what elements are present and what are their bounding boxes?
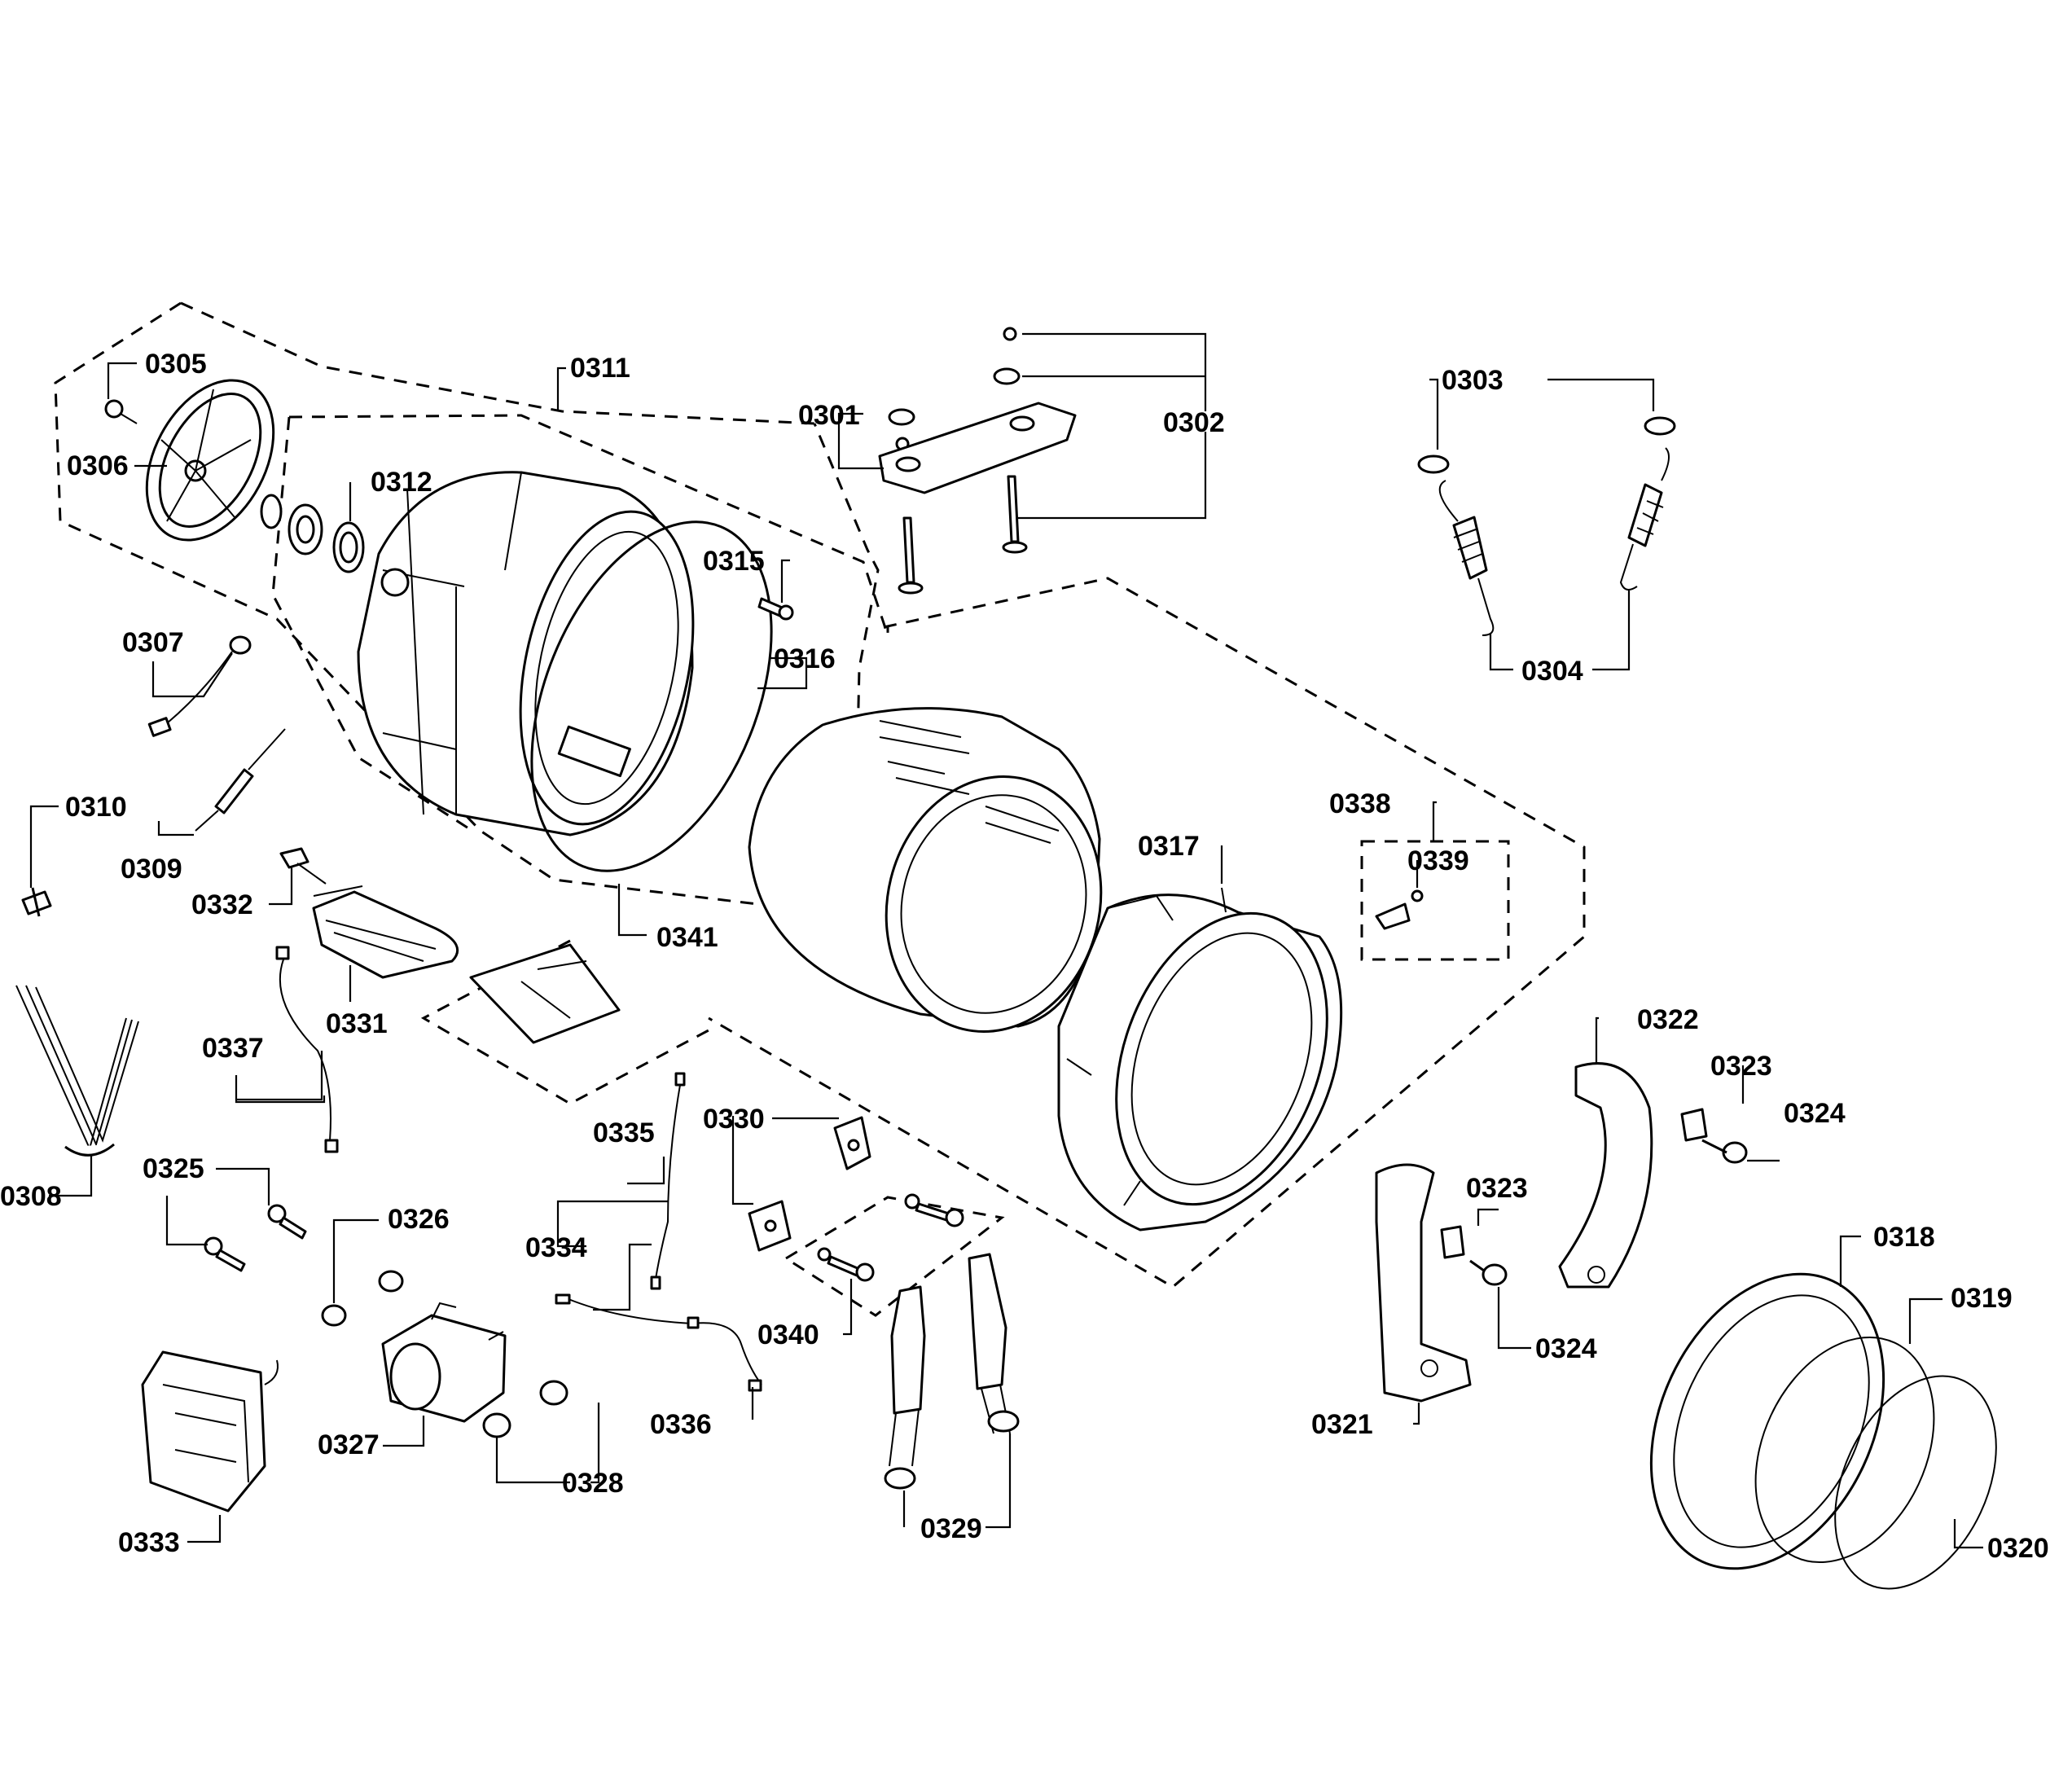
label-0328: 0328 [562, 1468, 624, 1499]
label-0303: 0303 [1442, 365, 1504, 396]
pulley-wheel [145, 379, 275, 542]
heater-outline [420, 939, 709, 1105]
shock-brackets [748, 1116, 871, 1252]
top-hardware [888, 327, 1028, 595]
label-0324-left: 0324 [1535, 1333, 1597, 1364]
counterweight-hardware-left [1440, 1225, 1508, 1286]
label-0341: 0341 [656, 922, 718, 953]
heater [279, 847, 459, 979]
lower-counterweight [1375, 1163, 1472, 1403]
label-0326: 0326 [388, 1204, 450, 1235]
label-0315: 0315 [703, 546, 765, 577]
latch-outline [1360, 840, 1510, 961]
tub-inner-outline [288, 414, 889, 636]
drum [748, 707, 1103, 1033]
front-tub [1057, 887, 1343, 1232]
label-0331: 0331 [326, 1008, 388, 1039]
motor-screws [204, 1204, 307, 1272]
shock-absorbers [884, 1253, 1020, 1490]
label-0323-left: 0323 [1466, 1173, 1528, 1204]
label-0304: 0304 [1521, 656, 1583, 687]
label-0308: 0308 [0, 1181, 62, 1212]
tub-screw [757, 597, 794, 621]
label-0321: 0321 [1311, 1409, 1373, 1440]
bearings [260, 494, 365, 573]
top-bracket [878, 402, 1077, 494]
shock-pins [817, 1193, 964, 1282]
label-0337: 0337 [202, 1033, 264, 1064]
label-0318: 0318 [1873, 1222, 1935, 1253]
inner-clamp [1754, 1336, 1935, 1564]
outer-clamp [1834, 1375, 1997, 1590]
rear-group-outline-top [180, 301, 815, 425]
label-0327: 0327 [318, 1429, 380, 1460]
sensor-wire [147, 635, 252, 737]
label-0324-right: 0324 [1784, 1098, 1846, 1129]
label-0306: 0306 [67, 450, 129, 481]
motor-control-module [141, 1350, 279, 1513]
label-0307: 0307 [122, 627, 184, 658]
pulley-bolt [104, 399, 138, 424]
label-0330: 0330 [703, 1104, 765, 1135]
tub-seal-ring [530, 520, 773, 872]
label-0323-right: 0323 [1710, 1051, 1772, 1082]
suspension-springs [1438, 447, 1670, 636]
label-0312: 0312 [371, 467, 432, 498]
label-0305: 0305 [145, 349, 207, 380]
label-0325: 0325 [143, 1153, 204, 1184]
rear-tub [357, 471, 695, 836]
upper-counterweight [1558, 1062, 1653, 1289]
motor-mount-bushings [482, 1380, 568, 1438]
label-0329: 0329 [920, 1513, 982, 1544]
heater-bracket [469, 943, 621, 1044]
label-0302: 0302 [1163, 407, 1225, 438]
motor-bushings [321, 1270, 404, 1327]
clip [21, 887, 52, 917]
callouts: 0305 0306 0311 0312 0315 0316 0301 0302 … [0, 349, 2049, 1564]
label-0310: 0310 [65, 792, 127, 823]
label-0311: 0311 [570, 353, 630, 384]
spring-washers [1417, 416, 1676, 474]
label-0301: 0301 [798, 400, 860, 431]
tub-spring [195, 728, 286, 832]
label-0338: 0338 [1329, 788, 1391, 819]
door-bellows [1649, 1272, 1885, 1570]
screws-outline [784, 1196, 1005, 1317]
label-0340: 0340 [757, 1319, 819, 1350]
leader-lines [29, 332, 1983, 1549]
label-0332: 0332 [191, 889, 253, 920]
label-0319: 0319 [1951, 1283, 2013, 1314]
ground-wire [275, 946, 339, 1153]
label-0320: 0320 [1987, 1533, 2049, 1564]
drum-group-outline [708, 577, 1586, 1289]
label-0339: 0339 [1407, 845, 1469, 876]
wire-harness [555, 1072, 762, 1392]
drive-belt [15, 985, 139, 1157]
counterweight-hardware-right [1680, 1108, 1748, 1164]
drive-motor [381, 1302, 507, 1423]
label-0322: 0322 [1637, 1004, 1699, 1035]
label-0317: 0317 [1138, 831, 1200, 862]
assembly-outlines [54, 301, 1586, 1317]
rear-group-outline [54, 301, 880, 906]
label-0333: 0333 [118, 1527, 180, 1558]
label-0334: 0334 [525, 1232, 587, 1263]
door-latch [1375, 889, 1424, 930]
label-0309: 0309 [121, 854, 182, 885]
label-0316: 0316 [774, 643, 836, 674]
label-0336: 0336 [650, 1409, 712, 1440]
label-0335: 0335 [593, 1117, 655, 1148]
